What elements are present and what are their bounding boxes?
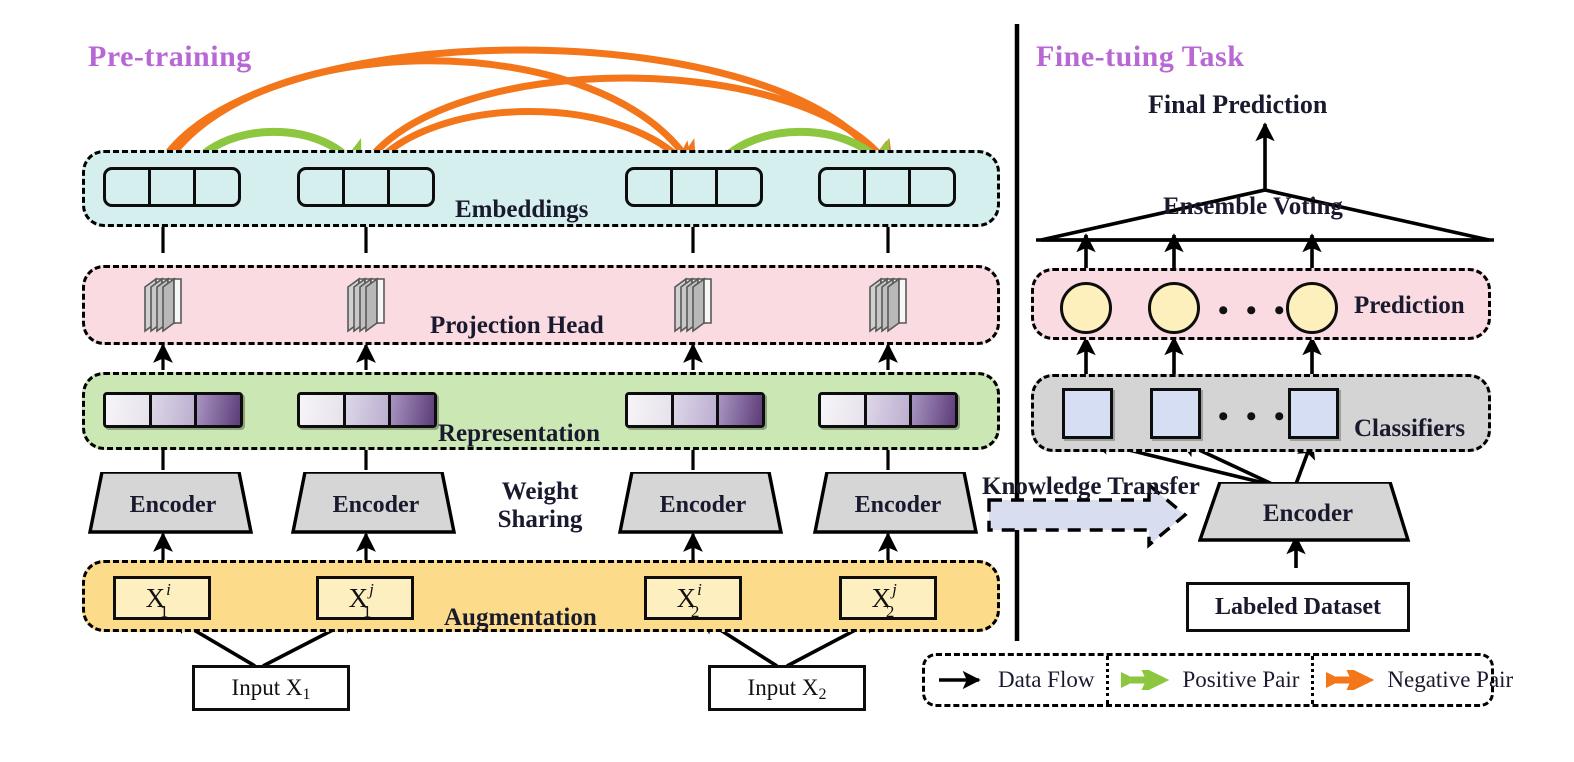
- representation-label: Representation: [438, 420, 601, 447]
- representation-cell: [821, 395, 867, 425]
- classifier-node-2: [1150, 388, 1201, 439]
- input-x2-label: Input X: [747, 675, 819, 700]
- negative-pair-arrow-icon: [1326, 670, 1375, 690]
- embedding-cell: [821, 170, 866, 204]
- flow-representation-to-projection: [153, 343, 898, 370]
- weight-sharing-label: Weight Sharing: [465, 478, 615, 534]
- legend-item-data-flow: Data Flow: [925, 656, 1110, 704]
- final-prediction-label: Final Prediction: [1148, 90, 1328, 119]
- augmentation-box-4: Xj2: [839, 576, 937, 621]
- ensemble-voting-label: Ensemble Voting: [1163, 193, 1343, 220]
- input-x1-sub: 1: [302, 686, 311, 703]
- classifiers-label: Classifiers: [1354, 415, 1466, 442]
- encoder-label-2: Encoder: [332, 492, 420, 518]
- representation-cell: [866, 395, 913, 425]
- aug-base-4: X: [871, 582, 892, 613]
- embedding-cell: [345, 170, 390, 204]
- input-x2-sub: 2: [818, 686, 827, 703]
- representation-cell: [151, 395, 198, 425]
- legend: Data Flow Positive Pair: [922, 653, 1513, 707]
- aug-sup-4: j: [892, 579, 897, 599]
- aug-sub-2: 1: [362, 601, 372, 621]
- representation-cell: [628, 395, 674, 425]
- projection-head-label: Projection Head: [430, 312, 604, 339]
- right-encoder-label: Encoder: [1262, 500, 1354, 527]
- aug-sup-2: j: [369, 579, 374, 599]
- encoders-row: [87, 472, 979, 534]
- encoder-label-1: Encoder: [129, 492, 217, 518]
- prediction-ellipsis: • • •: [1218, 294, 1290, 327]
- prediction-node-1: [1060, 282, 1112, 334]
- representation-cell: [391, 395, 434, 425]
- aug-base-1: X: [145, 582, 166, 613]
- encoder-label-4: Encoder: [854, 492, 942, 518]
- fine-tuning-title: Fine-tuing Task: [1036, 40, 1245, 73]
- representation-cell: [673, 395, 720, 425]
- representation-cell: [345, 395, 392, 425]
- embedding-cell: [390, 170, 432, 204]
- classifiers-ellipsis: • • •: [1218, 400, 1290, 433]
- embedding-cell: [300, 170, 345, 204]
- embeddings-band: [82, 150, 1000, 227]
- prediction-node-3: [1286, 282, 1338, 334]
- weight-sharing-line-1: Weight: [501, 478, 579, 505]
- knowledge-transfer-label: Knowledge Transfer: [982, 473, 1200, 500]
- embedding-cell: [673, 170, 718, 204]
- legend-item-negative-pair: Negative Pair: [1314, 656, 1525, 704]
- pre-training-title: Pre-training: [88, 40, 252, 73]
- augmentation-label: Augmentation: [444, 604, 597, 631]
- right-encoder-shape: [1198, 482, 1411, 542]
- aug-base-2: X: [348, 582, 369, 613]
- labeled-dataset-label: Labeled Dataset: [1215, 593, 1381, 620]
- data-flow-arrow-icon: [939, 670, 981, 690]
- prediction-label: Prediction: [1354, 292, 1465, 319]
- positive-pair-arrow-icon: [1121, 670, 1170, 690]
- classifier-node-1: [1062, 388, 1113, 439]
- representation-box-4: [818, 392, 958, 428]
- embedding-cell: [628, 170, 673, 204]
- classifier-node-3: [1288, 388, 1339, 439]
- aug-sub-4: 2: [885, 601, 895, 621]
- embeddings-label: Embeddings: [455, 196, 589, 223]
- embedding-cell: [911, 170, 953, 204]
- augmentation-box-1: Xi1: [113, 576, 211, 621]
- aug-sub-3: 2: [690, 601, 700, 621]
- input-x1-label: Input X: [231, 675, 303, 700]
- representation-cell: [300, 395, 346, 425]
- aug-sup-3: i: [697, 579, 702, 599]
- prediction-node-2: [1148, 282, 1200, 334]
- labeled-dataset-box: Labeled Dataset: [1186, 582, 1410, 632]
- projection-head-icons: [144, 277, 907, 333]
- embedding-cell: [866, 170, 911, 204]
- weight-sharing-line-2: Sharing: [497, 506, 583, 533]
- representation-cell: [106, 395, 152, 425]
- representation-box-2: [297, 392, 437, 428]
- aug-sup-1: i: [166, 579, 171, 599]
- embedding-cell: [106, 170, 151, 204]
- representation-cell: [197, 395, 240, 425]
- aug-base-3: X: [676, 582, 697, 613]
- legend-label-data-flow: Data Flow: [998, 667, 1095, 692]
- embedding-cell: [718, 170, 760, 204]
- aug-sub-1: 1: [159, 601, 169, 621]
- projection-head-band: [82, 265, 1000, 345]
- encoder-label-3: Encoder: [659, 492, 747, 518]
- legend-label-negative-pair: Negative Pair: [1387, 667, 1514, 692]
- representation-cell: [719, 395, 762, 425]
- augmentation-box-3: Xi2: [644, 576, 742, 621]
- flow-prediction-to-ensemble: [1076, 233, 1322, 268]
- embedding-cell: [196, 170, 238, 204]
- augmentation-box-2: Xj1: [316, 576, 414, 621]
- legend-item-positive-pair: Positive Pair: [1109, 656, 1315, 704]
- representation-box-3: [625, 392, 765, 428]
- representation-box-1: [103, 392, 243, 428]
- embedding-cell: [151, 170, 196, 204]
- representation-cell: [912, 395, 955, 425]
- legend-label-positive-pair: Positive Pair: [1182, 667, 1300, 692]
